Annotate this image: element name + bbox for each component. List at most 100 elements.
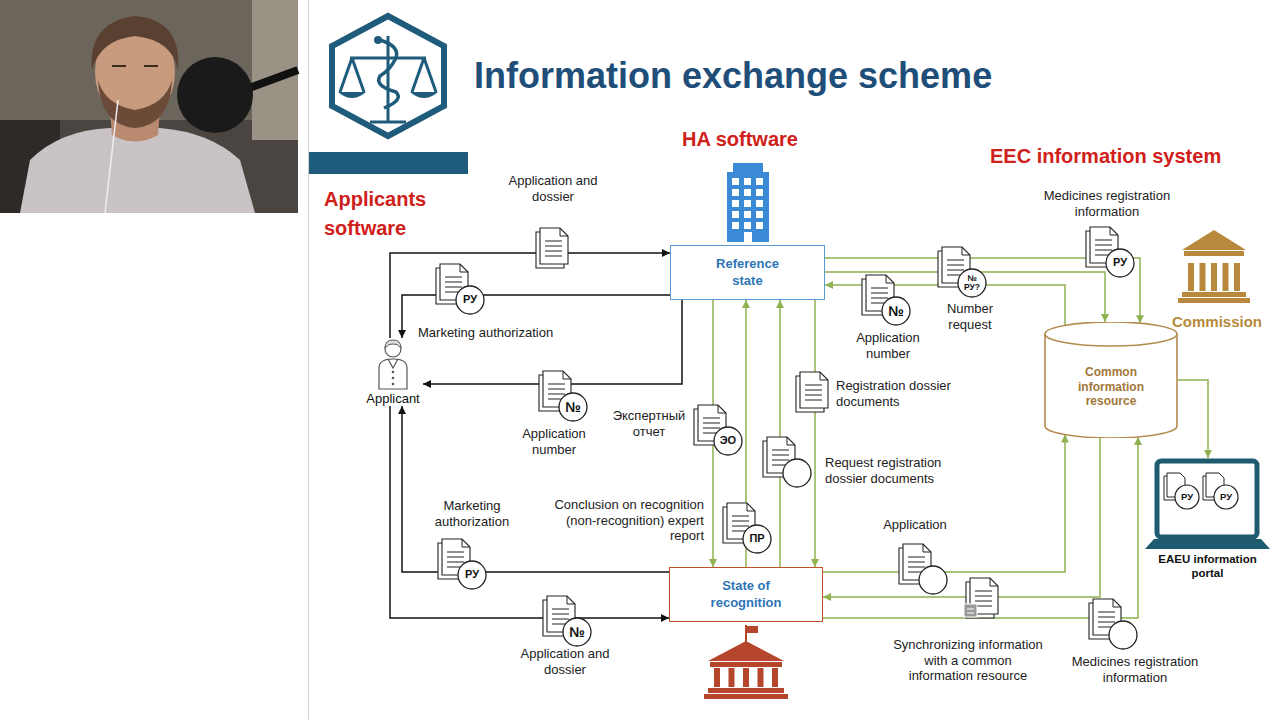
document-lines xyxy=(447,552,464,567)
logo-pans xyxy=(338,92,438,98)
building-window xyxy=(744,222,751,229)
document-fold xyxy=(820,372,828,380)
logo-snake xyxy=(379,40,399,108)
building-column xyxy=(772,668,778,687)
document-icon xyxy=(796,372,828,412)
document-lines xyxy=(975,591,992,606)
document-badge xyxy=(559,393,587,421)
document-symbol: № xyxy=(563,618,591,646)
person-beard xyxy=(98,80,172,128)
document-fold xyxy=(462,539,470,547)
applicant-head xyxy=(385,341,401,357)
edge-label: Application xyxy=(870,517,960,533)
edge-label: Number request xyxy=(940,301,1000,332)
connector-arrow xyxy=(825,285,1065,325)
document-icon xyxy=(1203,473,1238,509)
logo-snake-head xyxy=(374,36,382,44)
database-cylinder: Common information resource xyxy=(1044,322,1178,438)
document-icon xyxy=(1089,599,1137,649)
document-icon xyxy=(438,539,486,589)
building-window xyxy=(732,222,739,229)
edge-label: Application and dossier xyxy=(498,173,608,204)
document-lines xyxy=(947,260,964,275)
building-roof xyxy=(1182,230,1246,250)
document-symbol: № xyxy=(559,393,587,421)
building-window xyxy=(744,189,751,196)
building-column xyxy=(1211,263,1217,291)
edge-label: Application and dossier xyxy=(510,646,620,677)
building-column xyxy=(1234,263,1240,291)
document-fold xyxy=(718,405,726,413)
document-icon xyxy=(899,544,947,594)
document-icon xyxy=(723,503,771,553)
connector-arrow xyxy=(823,435,1065,572)
edge-label: Application number xyxy=(514,426,594,457)
building-door xyxy=(744,232,752,242)
document-lines xyxy=(552,609,569,624)
document-lines xyxy=(871,288,888,303)
edge-label: Medicines registration information xyxy=(1037,188,1177,219)
node-text: Reference state xyxy=(700,256,795,289)
document-fold xyxy=(886,275,894,283)
document-fold xyxy=(563,371,571,379)
document-fold xyxy=(560,228,568,236)
building-column xyxy=(729,668,735,687)
monitor-icon xyxy=(1145,458,1270,550)
document-icon xyxy=(763,437,811,487)
edge-label: Synchronizing information with a common … xyxy=(892,637,1044,684)
building-beam xyxy=(710,662,782,667)
document-badge xyxy=(743,525,771,553)
document-fold xyxy=(787,437,795,445)
logo-scales xyxy=(340,36,436,122)
actor-figure: Applicant xyxy=(363,338,423,406)
edge-label: Application number xyxy=(848,330,928,361)
applicant-icon xyxy=(373,338,413,390)
building-beam xyxy=(1184,251,1244,256)
building-window xyxy=(732,189,739,196)
edge-label: Medicines registration information xyxy=(1060,654,1210,685)
document-fold xyxy=(962,247,970,255)
document-symbol: РУ xyxy=(458,561,486,589)
monitor-base xyxy=(1145,539,1270,549)
document-badge xyxy=(783,459,811,487)
building-column xyxy=(1200,263,1206,291)
node-text: EAEU information portal xyxy=(1143,553,1272,581)
cylinder-rim xyxy=(1045,334,1177,346)
document-badge xyxy=(1109,621,1137,649)
document-icon xyxy=(862,275,910,325)
connector-arrow xyxy=(779,300,781,567)
building-base xyxy=(1182,292,1246,297)
document-lines xyxy=(1098,612,1115,627)
document-icon xyxy=(543,596,591,646)
document-symbol: ПР xyxy=(743,525,771,553)
header-bar xyxy=(309,152,468,174)
node-text: State of recognition xyxy=(699,578,794,611)
building-body xyxy=(727,172,769,242)
person-eyes xyxy=(112,65,158,67)
office-building xyxy=(727,163,769,242)
document-icon xyxy=(539,371,587,421)
building-step xyxy=(1178,298,1250,303)
portal-monitor: EAEU information portal xyxy=(1143,458,1272,581)
document-lines xyxy=(548,384,565,399)
applicant-button xyxy=(392,371,395,374)
building-column xyxy=(743,668,749,687)
document-symbol: РУ xyxy=(1106,249,1134,277)
document-fold xyxy=(567,596,575,604)
document-fold xyxy=(990,578,998,586)
building-window xyxy=(732,178,739,185)
edge-label: Conclusion on recognition (non-recogniti… xyxy=(532,497,704,544)
document-lines xyxy=(703,418,720,433)
document-symbol: № xyxy=(882,297,910,325)
building-column xyxy=(758,668,764,687)
edge-label: Marketing authorization xyxy=(418,325,553,341)
webcam-frame xyxy=(0,0,298,213)
document-lines xyxy=(908,557,925,572)
edge-label: Request registration dossier documents xyxy=(825,455,955,486)
flag xyxy=(746,626,758,633)
building-column xyxy=(714,668,720,687)
building-window xyxy=(756,200,763,207)
building-top xyxy=(733,163,763,173)
document-badge xyxy=(714,427,742,455)
document-page xyxy=(540,228,568,264)
